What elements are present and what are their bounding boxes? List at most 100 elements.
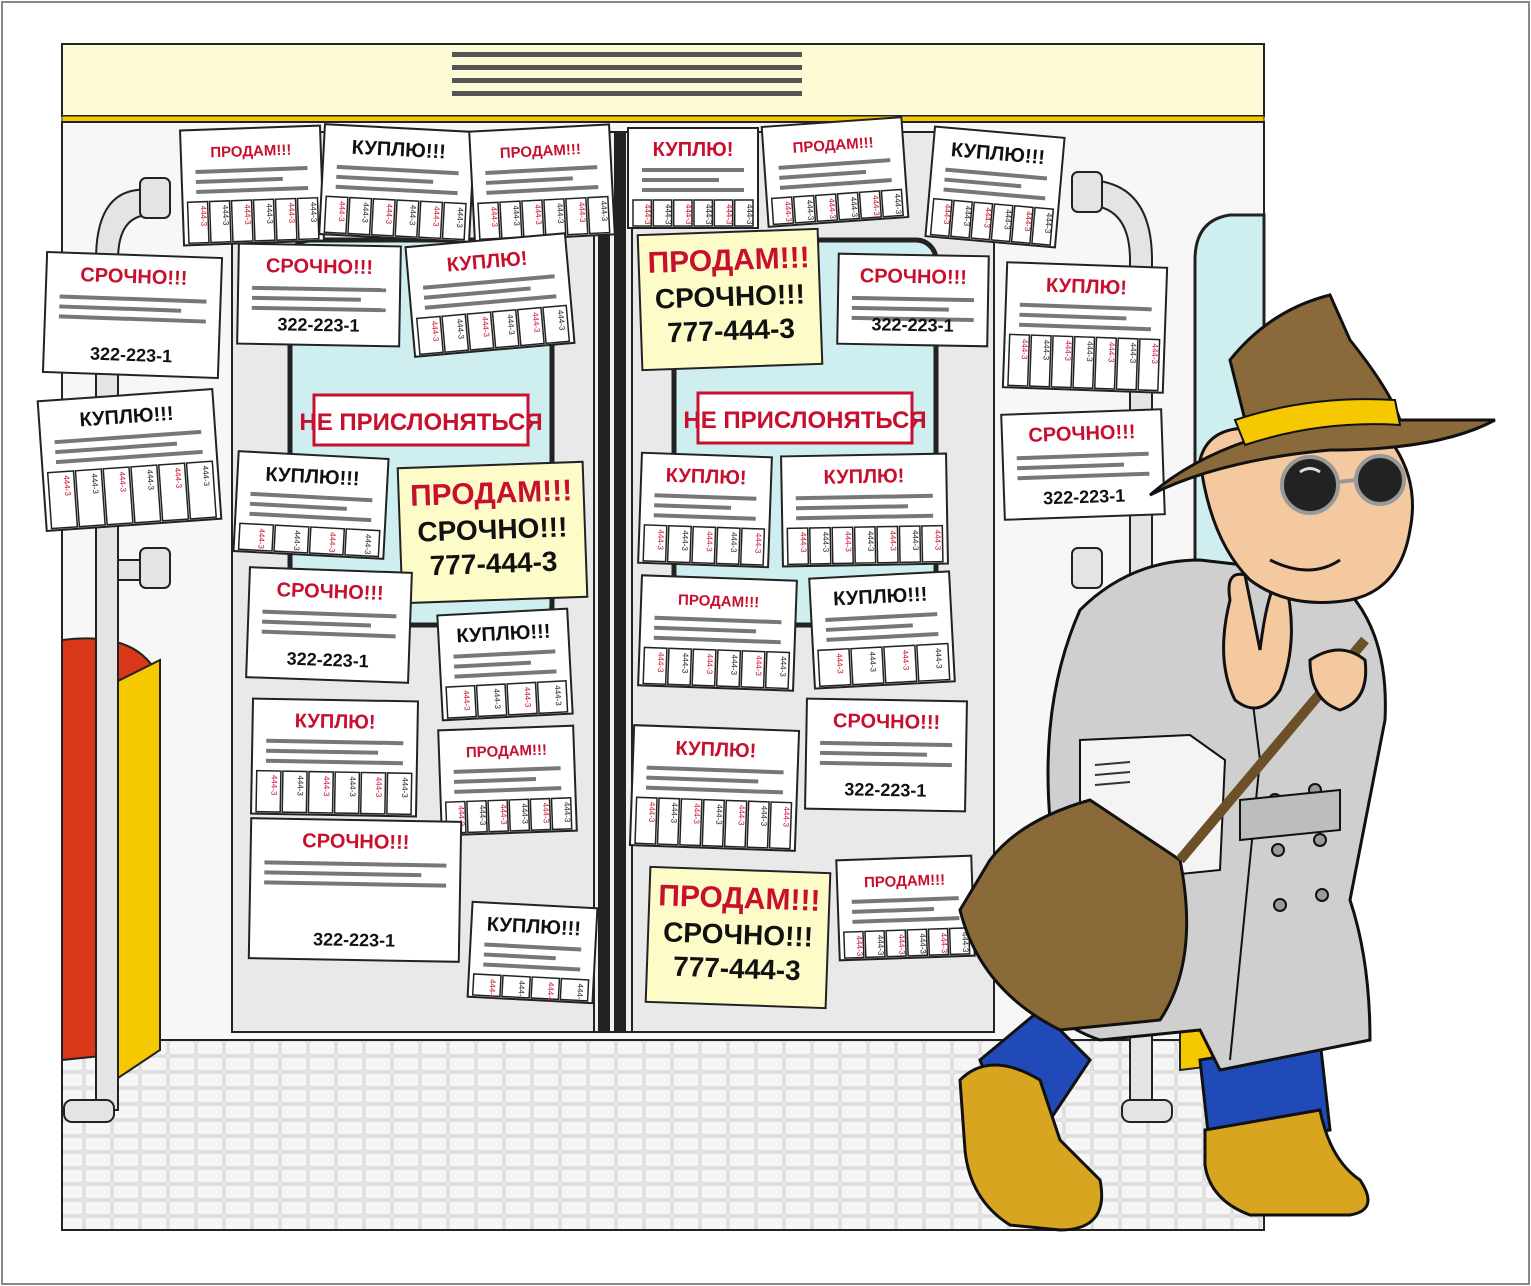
svg-text:444-3: 444-3	[704, 204, 713, 225]
svg-text:444-3: 444-3	[337, 201, 347, 222]
svg-text:444-3: 444-3	[714, 804, 724, 825]
svg-text:444-3: 444-3	[725, 204, 734, 225]
svg-text:444-3: 444-3	[348, 776, 357, 797]
flyer-urgent: СРОЧНО!!! 322-223-1	[836, 252, 990, 348]
svg-text:444-3: 444-3	[692, 803, 702, 824]
flyer-title: СРОЧНО!!!	[833, 710, 940, 734]
flyer-urgent: СРОЧНО!!!322-223-1	[247, 817, 463, 963]
svg-text:444-3: 444-3	[705, 654, 715, 675]
svg-text:444-3: 444-3	[287, 202, 297, 223]
svg-text:444-3: 444-3	[90, 473, 100, 495]
svg-text:444-3: 444-3	[492, 688, 502, 709]
svg-text:444-3: 444-3	[1128, 343, 1138, 364]
svg-text:444-3: 444-3	[705, 531, 715, 552]
svg-text:444-3: 444-3	[643, 204, 652, 225]
svg-text:444-3: 444-3	[778, 656, 788, 677]
svg-text:444-3: 444-3	[901, 650, 911, 671]
svg-text:444-3: 444-3	[942, 204, 953, 226]
ceiling-vent	[452, 52, 802, 96]
flyer-title: ПРОДАМ!!!	[647, 241, 810, 280]
svg-text:444-3: 444-3	[462, 690, 472, 711]
flyer-title: СРОЧНО!!!	[1028, 421, 1136, 447]
svg-text:444-3: 444-3	[1023, 211, 1034, 233]
flyer-phone: 322-223-1	[277, 314, 359, 335]
flyer-phone: 322-223-1	[286, 649, 369, 672]
svg-text:444-3: 444-3	[737, 805, 747, 826]
svg-text:444-3: 444-3	[199, 206, 209, 227]
door-sign-right: НЕ ПРИСЛОНЯТЬСЯ	[683, 391, 927, 445]
flyer-urgent: СРОЧНО!!!322-223-1	[804, 697, 968, 813]
svg-text:444-3: 444-3	[781, 806, 791, 827]
svg-text:444-3: 444-3	[553, 685, 563, 706]
svg-text:444-3: 444-3	[1020, 339, 1030, 360]
svg-text:444-3: 444-3	[911, 530, 920, 551]
svg-text:444-3: 444-3	[384, 203, 394, 224]
svg-text:444-3: 444-3	[478, 805, 488, 826]
svg-text:444-3: 444-3	[783, 201, 793, 223]
flyer-title: КУПЛЮ!!!	[265, 464, 360, 491]
boot-left	[958, 1063, 1104, 1232]
flyer-big-sell: ПРОДАМ!!!СРОЧНО!!!777-444-3	[644, 865, 832, 1010]
flyer-phone: 322-223-1	[871, 314, 953, 335]
svg-text:444-3: 444-3	[939, 933, 949, 954]
flyer-title: ПРОДАМ!!!	[658, 879, 821, 918]
svg-text:444-3: 444-3	[487, 979, 497, 1000]
svg-text:444-3: 444-3	[292, 530, 302, 551]
svg-text:444-3: 444-3	[669, 802, 679, 823]
svg-text:444-3: 444-3	[480, 316, 491, 338]
flyer-phone: 322-223-1	[90, 344, 173, 367]
svg-text:444-3: 444-3	[656, 529, 666, 550]
svg-text:444-3: 444-3	[805, 200, 815, 222]
svg-text:444-3: 444-3	[62, 475, 72, 497]
flyer-phone: 322-223-1	[1043, 486, 1126, 509]
svg-text:444-3: 444-3	[918, 933, 928, 954]
flyer-title: КУПЛЮ!!!	[486, 914, 581, 941]
svg-text:444-3: 444-3	[173, 467, 183, 489]
svg-text:444-3: 444-3	[684, 204, 693, 225]
flyer-title: СРОЧНО!!!	[860, 265, 967, 289]
svg-text:444-3: 444-3	[531, 312, 542, 334]
svg-text:444-3: 444-3	[729, 654, 739, 675]
flyer-title: КУПЛЮ!!!	[351, 137, 446, 164]
svg-text:444-3: 444-3	[243, 204, 253, 225]
svg-text:444-3: 444-3	[821, 532, 830, 553]
svg-text:444-3: 444-3	[599, 201, 609, 222]
svg-text:444-3: 444-3	[753, 533, 763, 554]
svg-text:444-3: 444-3	[827, 198, 837, 220]
flyer-title: СРОЧНО!!!	[80, 264, 188, 290]
svg-text:444-3: 444-3	[855, 935, 865, 956]
svg-text:444-3: 444-3	[117, 471, 127, 493]
svg-text:444-3: 444-3	[546, 982, 556, 1003]
flyer-title: КУПЛЮ!	[295, 710, 376, 733]
svg-text:444-3: 444-3	[430, 321, 441, 343]
svg-text:444-3: 444-3	[256, 528, 266, 549]
flyer-title: КУПЛЮ!	[823, 465, 904, 488]
flyer-title: ПРОДАМ!!!	[678, 592, 760, 612]
flyer-title: ПРОДАМ!!!	[210, 142, 292, 162]
svg-text:444-3: 444-3	[456, 805, 466, 826]
svg-text:444-3: 444-3	[868, 651, 878, 672]
svg-text:444-3: 444-3	[754, 655, 764, 676]
svg-text:444-3: 444-3	[374, 777, 383, 798]
svg-text:444-3: 444-3	[893, 193, 903, 215]
door-sign-left: НЕ ПРИСЛОНЯТЬСЯ	[299, 393, 543, 447]
svg-text:444-3: 444-3	[533, 204, 543, 225]
svg-text:444-3: 444-3	[145, 469, 155, 491]
svg-text:444-3: 444-3	[556, 310, 567, 332]
svg-text:444-3: 444-3	[745, 204, 754, 225]
hat-band	[1233, 398, 1402, 447]
flyer-title: КУПЛЮ!	[653, 139, 734, 161]
